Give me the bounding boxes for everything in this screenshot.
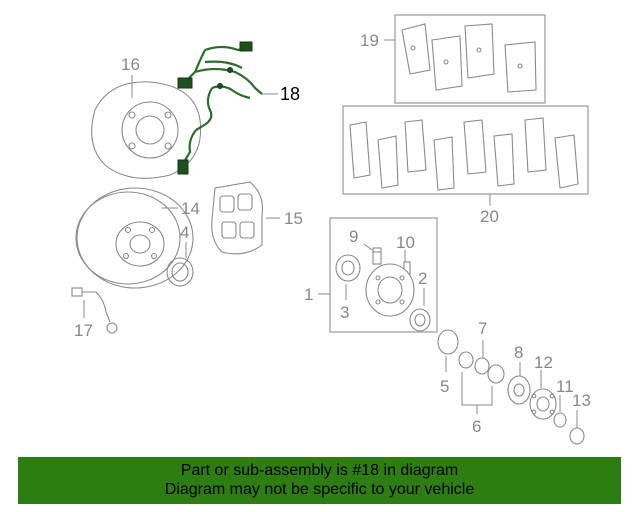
callout-9[interactable]: 9 — [349, 227, 358, 246]
callout-4[interactable]: 4 — [180, 223, 189, 242]
part-info-banner: Part or sub-assembly is #18 in diagram D… — [18, 457, 621, 504]
banner-line-2: Diagram may not be specific to your vehi… — [164, 481, 475, 498]
callout-5[interactable]: 5 — [440, 377, 449, 396]
callout-18[interactable]: 18 — [280, 84, 300, 104]
callout-7[interactable]: 7 — [478, 319, 487, 338]
part-17-brake-hose[interactable] — [71, 287, 118, 334]
part-14-brake-rotor[interactable] — [75, 187, 194, 289]
part-20-box — [342, 105, 589, 195]
callout-19[interactable]: 19 — [360, 31, 379, 50]
parts-diagram: 16 18 19 — [71, 14, 591, 445]
callout-10[interactable]: 10 — [396, 233, 415, 252]
part-19-box — [394, 14, 546, 104]
part-13-cap[interactable] — [569, 427, 585, 445]
callout-20[interactable]: 20 — [480, 207, 499, 226]
part-5-o-ring[interactable] — [437, 329, 459, 355]
callout-2[interactable]: 2 — [418, 269, 427, 288]
leader-9 — [363, 243, 373, 251]
callout-3[interactable]: 3 — [340, 303, 349, 322]
part-20-shim-kit[interactable] — [349, 117, 579, 191]
callout-16[interactable]: 16 — [121, 55, 140, 74]
part-9-hub-bolt[interactable] — [372, 247, 382, 265]
callout-12[interactable]: 12 — [534, 353, 553, 372]
part-12-locking-hub[interactable] — [529, 388, 557, 420]
part-4-oil-seal[interactable] — [166, 257, 194, 287]
part-15-caliper[interactable] — [211, 181, 264, 255]
callout-14[interactable]: 14 — [181, 199, 200, 218]
part-1-box — [329, 217, 438, 333]
part-19-pad-kit[interactable] — [401, 23, 537, 93]
callout-13[interactable]: 13 — [572, 391, 591, 410]
callout-15[interactable]: 15 — [284, 209, 303, 228]
callout-8[interactable]: 8 — [514, 343, 523, 362]
part-6-washer-set[interactable] — [458, 351, 505, 384]
leader-6 — [461, 372, 493, 406]
part-8-flange[interactable] — [507, 375, 531, 405]
callout-6[interactable]: 6 — [472, 417, 481, 436]
part-16-dust-shield[interactable] — [91, 81, 202, 179]
part-18-abs-sensor-harness[interactable] — [177, 41, 263, 175]
part-3-bearing[interactable] — [335, 254, 361, 282]
banner-line-1: Part or sub-assembly is #18 in diagram — [180, 462, 459, 479]
callout-17[interactable]: 17 — [74, 321, 93, 340]
part-2-ring[interactable] — [409, 308, 431, 332]
callout-1[interactable]: 1 — [304, 285, 313, 304]
callout-11[interactable]: 11 — [556, 377, 574, 396]
part-hub[interactable] — [365, 263, 415, 317]
part-11-snap-ring[interactable] — [553, 412, 567, 428]
